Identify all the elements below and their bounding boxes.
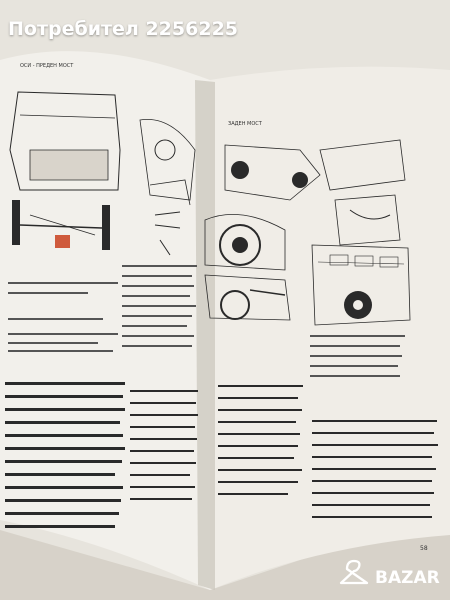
right-chassis-diagram [204,274,291,321]
left-numbered-list [122,265,197,347]
user-title: Потребител 2256225 [8,18,239,40]
left-suspension-detail [139,118,196,256]
left-car-diagram [9,91,121,250]
hanger-logo-icon [339,559,369,585]
right-running-header: ЗАДЕН МОСТ [228,121,262,127]
bazar-watermark: BAZAR [339,559,440,588]
right-body-text [218,385,438,518]
right-caption-lines [310,335,405,377]
page-number: 58 [420,545,428,552]
right-wheel-diagram [204,214,286,271]
left-running-header: ОСИ - ПРЕДЕН МОСТ [20,63,74,69]
watermark-text: BAZAR [375,568,440,588]
left-caption-lines [8,282,118,352]
right-axle-diagrams [224,139,406,246]
right-bus-diagram [311,244,411,326]
left-body-text [5,382,198,528]
